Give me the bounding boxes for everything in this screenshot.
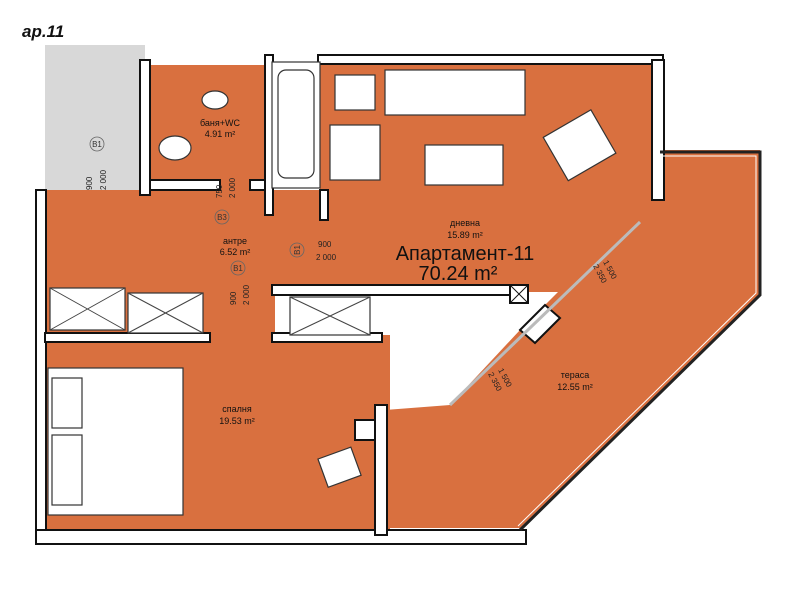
svg-text:B1: B1 (233, 264, 243, 273)
apartment-name: Апартамент-11 (396, 243, 535, 265)
bed (47, 367, 184, 516)
svg-text:6.52 m²: 6.52 m² (220, 247, 251, 257)
door-tag-entrance: B1 900 2 000 (289, 240, 337, 262)
door-tag-bedroom: B1 900 2 000 (229, 260, 251, 305)
terrace-railing (518, 150, 762, 532)
coffee-table (424, 144, 504, 186)
svg-text:19.53 m²: 19.53 m² (219, 416, 255, 426)
door-tag-bath: B3 750 2 000 (214, 177, 237, 225)
svg-text:4.91 m²: 4.91 m² (205, 129, 236, 139)
svg-text:B1: B1 (92, 140, 102, 149)
svg-text:900: 900 (85, 176, 94, 190)
svg-text:B3: B3 (217, 213, 227, 222)
svg-text:тераса: тераса (561, 370, 590, 380)
room-label-bedroom: спалня 19.53 m² (219, 404, 255, 426)
room-label-terrace: тераса 12.55 m² (557, 370, 593, 392)
wardrobes (49, 287, 371, 336)
svg-text:750: 750 (215, 184, 224, 198)
svg-text:спалня: спалня (222, 404, 252, 414)
svg-text:2 000: 2 000 (316, 253, 337, 262)
svg-text:2 000: 2 000 (242, 284, 251, 305)
apartment-area: 70.24 m² (419, 263, 498, 285)
glazing-line (448, 220, 642, 407)
svg-text:дневна: дневна (450, 218, 480, 228)
svg-text:900: 900 (229, 291, 238, 305)
svg-text:900: 900 (318, 240, 332, 249)
svg-text:2 000: 2 000 (99, 169, 108, 190)
svg-text:B1: B1 (293, 245, 302, 255)
apartment-code: ар.11 (22, 22, 65, 41)
sink (201, 90, 229, 110)
room-label-living: дневна 15.89 m² (447, 218, 483, 240)
chair (317, 446, 362, 489)
room-label-hall: антре 6.52 m² (220, 236, 251, 257)
room-label-bathroom: баня+WC 4.91 m² (200, 118, 241, 139)
armchair (542, 109, 617, 182)
common-area (45, 45, 145, 195)
toilet (158, 135, 192, 161)
svg-text:антре: антре (223, 236, 247, 246)
svg-text:баня+WC: баня+WC (200, 118, 241, 128)
svg-text:15.89 m²: 15.89 m² (447, 230, 483, 240)
svg-text:12.55 m²: 12.55 m² (557, 382, 593, 392)
walls (35, 54, 665, 545)
terrace-railing-inner (517, 155, 757, 527)
bathtub (271, 61, 321, 189)
sofa (329, 69, 526, 181)
door-tag-left: B1 900 2 000 (85, 136, 108, 190)
svg-text:2 000: 2 000 (228, 177, 237, 198)
